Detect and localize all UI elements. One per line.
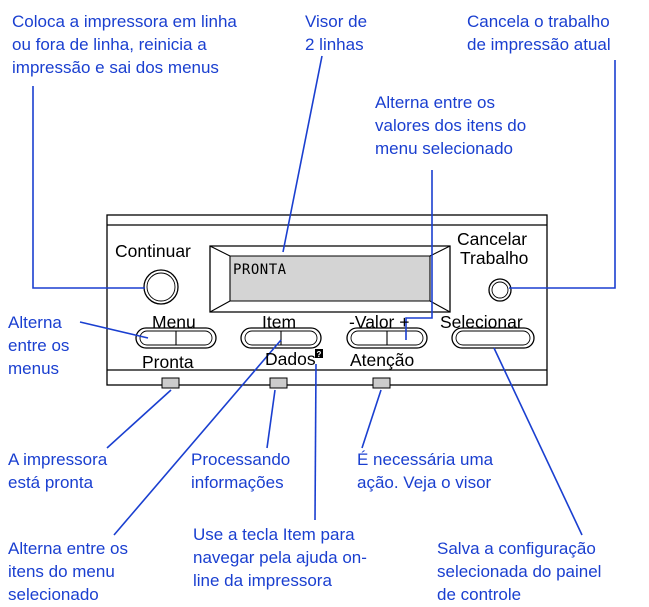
dados-indicator — [269, 377, 288, 389]
display-text: PRONTA — [233, 262, 287, 278]
svg-text:?: ? — [317, 350, 322, 359]
callout-visor: Visor de 2 linhas — [305, 12, 368, 54]
callout-selecionar: Salva a configuração selecionada do pain… — [437, 539, 602, 604]
callout-atencao: É necessária uma ação. Veja o visor — [357, 450, 494, 492]
item-button[interactable] — [240, 327, 322, 349]
cancelar-button[interactable] — [488, 278, 512, 302]
valor-label: -Valor + — [349, 312, 410, 332]
callout-cancelar: Cancela o trabalho de impressão atual — [467, 12, 611, 54]
lcd-display — [209, 245, 451, 313]
callout-pronta: A impressora está pronta — [8, 450, 108, 492]
menu-label: Menu — [152, 312, 196, 332]
callout-menu: Alterna entre os menus — [8, 313, 70, 378]
menu-button[interactable] — [135, 327, 217, 349]
help-icon: ? — [315, 349, 323, 359]
callout-valor: Alterna entre os valores dos itens do me… — [375, 93, 527, 158]
callout-dados: Processando informações — [191, 450, 291, 492]
selecionar-button[interactable] — [451, 327, 535, 349]
control-panel — [106, 214, 548, 386]
atencao-label: Atenção — [350, 350, 415, 370]
valor-button[interactable] — [346, 327, 428, 349]
selecionar-label: Selecionar — [440, 312, 523, 332]
continuar-label: Continuar — [115, 241, 191, 261]
pronta-indicator — [161, 377, 180, 389]
atencao-indicator — [372, 377, 391, 389]
continuar-button[interactable] — [143, 269, 179, 305]
item-label: Item — [262, 312, 297, 332]
cancelar-label-line2: Trabalho — [460, 248, 529, 268]
pronta-label: Pronta — [142, 352, 194, 372]
leader-lines — [32, 55, 616, 536]
callout-help: Use a tecla Item para navegar pela ajuda… — [193, 525, 367, 590]
callout-continuar: Coloca a impressora em linha ou fora de … — [12, 12, 237, 77]
dados-label: Dados — [265, 349, 316, 369]
callout-item: Alterna entre os itens do menu seleciona… — [8, 539, 129, 604]
cancelar-label-line1: Cancelar — [457, 229, 528, 249]
